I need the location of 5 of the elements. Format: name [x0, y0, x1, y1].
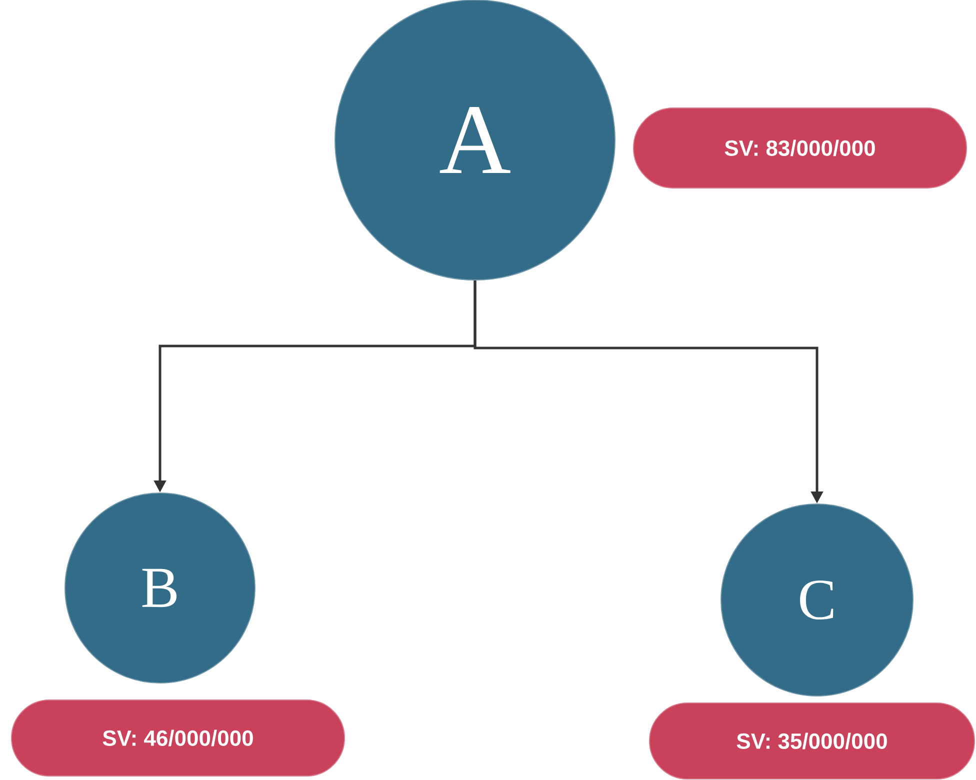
value-pill: SV: 83/000/000 [633, 108, 968, 188]
value-pill: SV: 35/000/000 [649, 702, 975, 780]
value-pill: SV: 46/000/000 [11, 700, 345, 776]
circle-node: C [720, 504, 914, 696]
circle-node: B [64, 492, 256, 684]
